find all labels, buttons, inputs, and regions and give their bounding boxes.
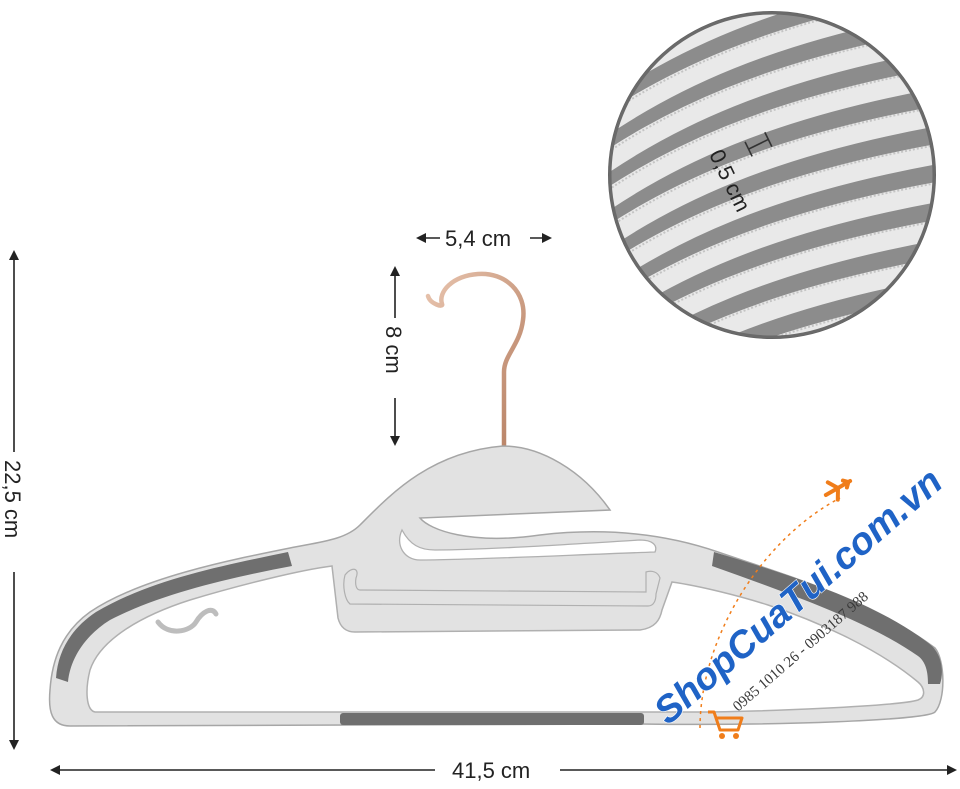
hook-width-dimension: 5,4 cm	[416, 226, 552, 251]
hook-height-dimension: 8 cm	[381, 266, 406, 446]
grip-strip-bottom	[340, 713, 644, 725]
hook-width-label: 5,4 cm	[445, 226, 511, 251]
total-height-dimension: 22,5 cm	[0, 250, 25, 750]
groove-ridge	[610, 64, 934, 242]
groove-edge	[610, 13, 934, 150]
groove-edge	[610, 102, 934, 264]
hanger-hook	[425, 271, 526, 451]
groove-ridge	[610, 330, 934, 337]
hanger-top-slot	[398, 528, 657, 561]
groove-pattern	[610, 13, 934, 337]
groove-edge	[610, 64, 934, 226]
grip-strip-left	[56, 552, 292, 682]
groove-edge	[610, 330, 934, 337]
total-height-label: 22,5 cm	[0, 460, 25, 538]
groove-ridge	[610, 13, 934, 166]
grip-strip-right	[712, 552, 942, 684]
groove-ridge	[610, 13, 934, 128]
groove-ridge	[610, 13, 934, 14]
hanger-middle-bar	[343, 568, 661, 607]
hanger-accessory-hook	[155, 607, 219, 634]
total-width-label: 41,5 cm	[452, 758, 530, 783]
groove-ridge	[610, 254, 934, 337]
groove-ridge	[610, 178, 934, 337]
groove-ridge	[610, 102, 934, 280]
hanger	[48, 271, 944, 727]
groove-ridge	[610, 216, 934, 337]
cart-icon	[708, 710, 744, 739]
airplane-icon	[823, 478, 853, 502]
watermark-orbit	[699, 497, 841, 729]
groove-edge	[610, 140, 934, 302]
groove-edge	[610, 254, 934, 337]
groove-edge	[610, 178, 934, 337]
groove-ridge	[610, 140, 934, 318]
groove-edge	[610, 216, 934, 337]
hanger-inner-opening	[86, 565, 925, 713]
hook-height-label: 8 cm	[381, 326, 406, 374]
texture-zoom-inset: 0,5 cm	[608, 11, 936, 339]
total-width-dimension: 41,5 cm	[50, 758, 957, 783]
